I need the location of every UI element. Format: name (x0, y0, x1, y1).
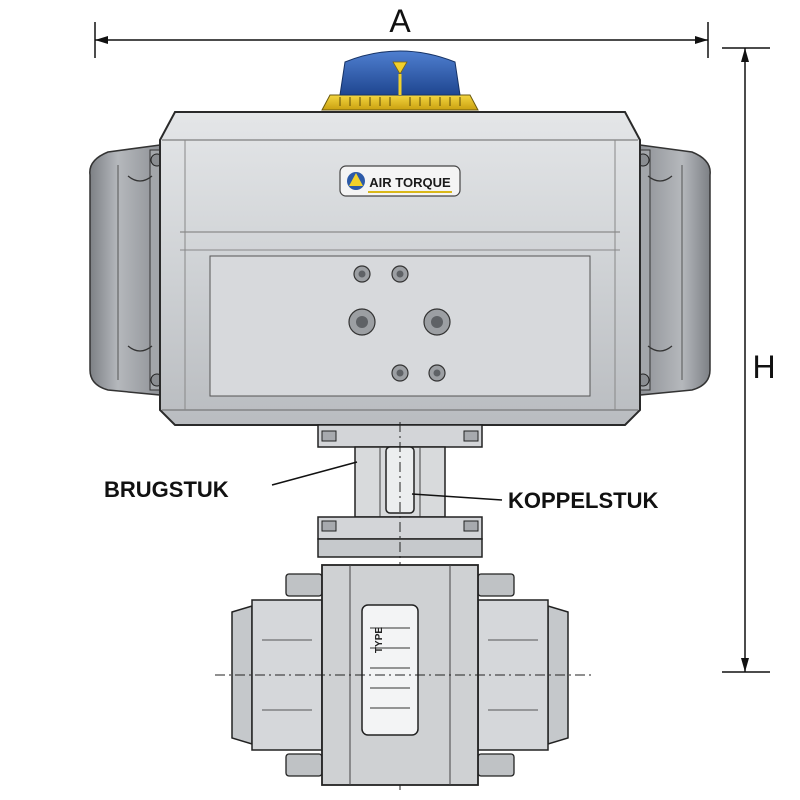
position-indicator (321, 50, 479, 111)
actuator-body (159, 111, 641, 426)
name-plate (361, 604, 419, 736)
dimension-h: H (722, 47, 776, 673)
callout-coupling: KOPPELSTUK (411, 488, 658, 513)
right-end-cap (635, 144, 711, 396)
left-end-cap (89, 144, 165, 396)
callout-coupling-label: KOPPELSTUK (508, 488, 658, 513)
dimension-a: A (94, 3, 709, 58)
dimension-h-label: H (752, 349, 775, 385)
dimension-a-label: A (389, 3, 411, 39)
callout-bracket: BRUGSTUK (104, 461, 358, 502)
brand-badge: AIR TORQUE (339, 165, 461, 197)
callout-bracket-label: BRUGSTUK (104, 477, 229, 502)
brand-name: AIR TORQUE (369, 175, 451, 190)
name-plate-type: TYPE (374, 627, 385, 653)
